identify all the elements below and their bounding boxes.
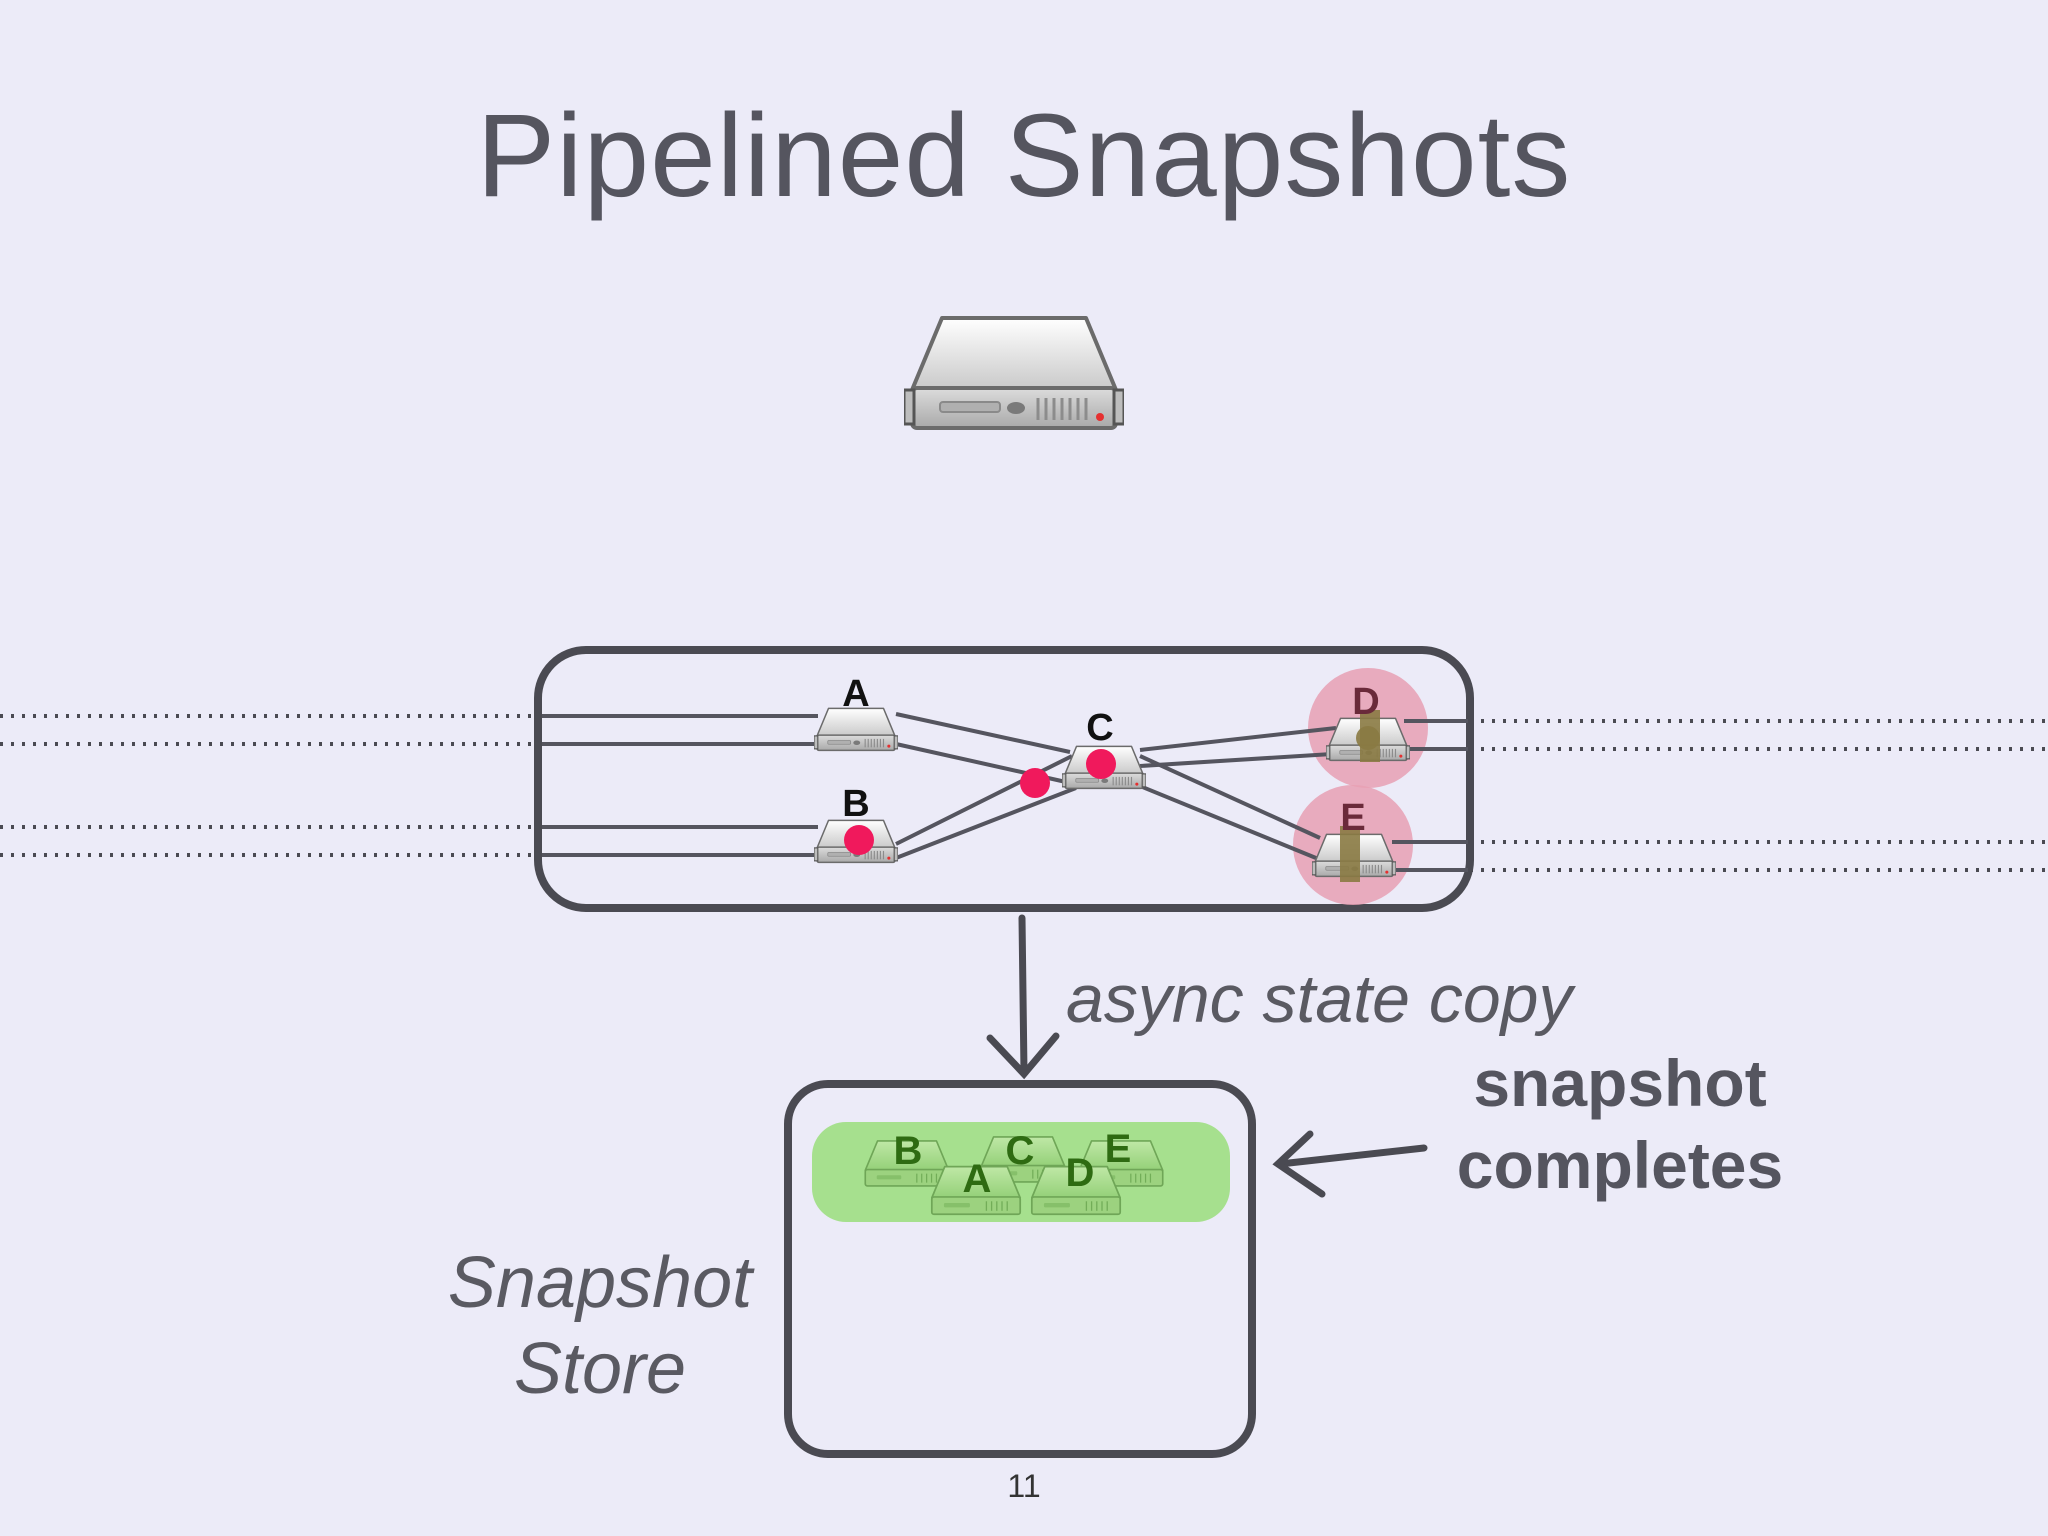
stored-label-e: E: [1105, 1127, 1132, 1171]
barrier-marker: [1020, 768, 1050, 798]
slide-title: Pipelined Snapshots: [476, 90, 1572, 222]
snapshot-completes-line2: completes: [1456, 1128, 1784, 1202]
snapshot-completes-line1: snapshot: [1473, 1046, 1767, 1120]
stored-label-b: B: [894, 1129, 923, 1173]
barrier-marker: [1086, 749, 1116, 779]
dataflow-job-box: [534, 646, 1474, 912]
async-copy-arrow: [986, 914, 1060, 1080]
dataflow-edges: [542, 712, 1468, 872]
node-c-label: C: [1086, 707, 1113, 749]
async-copy-label: async state copy: [1066, 961, 1573, 1037]
input-streams: [0, 714, 538, 857]
stored-label-a: A: [963, 1157, 992, 1201]
snapshot-completes-label: snapshot completes: [1420, 1042, 1820, 1206]
node-a-label: A: [842, 673, 869, 715]
coordinator-server-icon: [904, 316, 1124, 430]
node-d-state-marker: [1356, 726, 1380, 750]
snapshot-store-box: [784, 1080, 1256, 1458]
output-streams: [1470, 719, 2048, 872]
barrier-marker: [844, 825, 874, 855]
node-e-state-tag: [1340, 826, 1360, 882]
node-d-label: D: [1352, 681, 1379, 723]
node-b-label: B: [842, 783, 869, 825]
snapshot-store-label: Snapshot Store: [420, 1240, 780, 1412]
node-e-label: E: [1340, 797, 1365, 839]
stored-label-d: D: [1066, 1151, 1095, 1195]
stored-label-c: C: [1006, 1129, 1035, 1173]
page-number: 11: [1007, 1468, 1041, 1504]
completes-arrow: [1272, 1130, 1428, 1198]
snapshot-store-line2: Store: [513, 1329, 687, 1409]
snapshot-store-line1: Snapshot: [447, 1243, 753, 1323]
